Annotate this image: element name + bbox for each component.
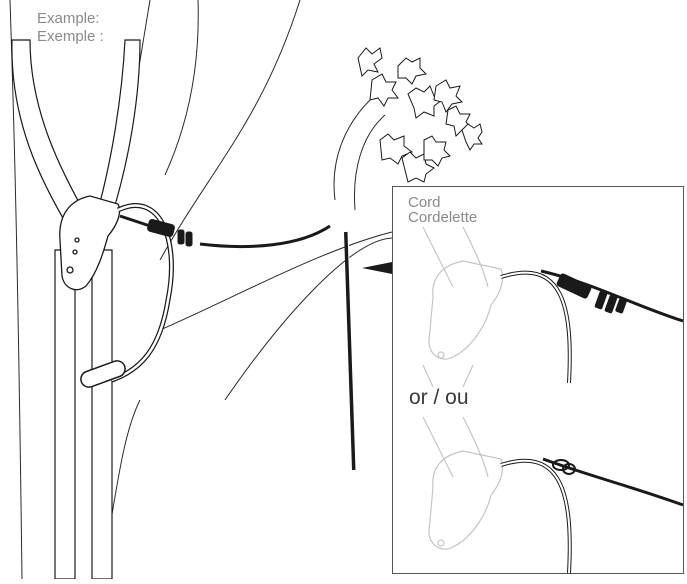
upper-ring — [501, 273, 570, 383]
example-label: Example: Exemple : — [37, 10, 104, 46]
hanging-rope — [346, 232, 356, 470]
pointer-icon — [362, 262, 392, 274]
ghost-plate-upper — [423, 227, 503, 387]
lower-ring — [501, 461, 570, 573]
cord-label-fr: Cordelette — [408, 210, 477, 225]
ghost-plate-lower — [423, 417, 503, 549]
cord-label-en: Cord — [408, 195, 477, 210]
foliage-icon — [358, 48, 482, 182]
example-label-en: Example: — [37, 10, 104, 28]
cord-label: Cord Cordelette — [408, 195, 477, 225]
saddle-strap — [12, 40, 140, 579]
or-separator: or / ou — [409, 386, 469, 410]
example-label-fr: Exemple : — [37, 28, 104, 46]
detail-inset: Cord Cordelette or / ou — [392, 186, 684, 574]
detail-drawing — [393, 187, 684, 574]
